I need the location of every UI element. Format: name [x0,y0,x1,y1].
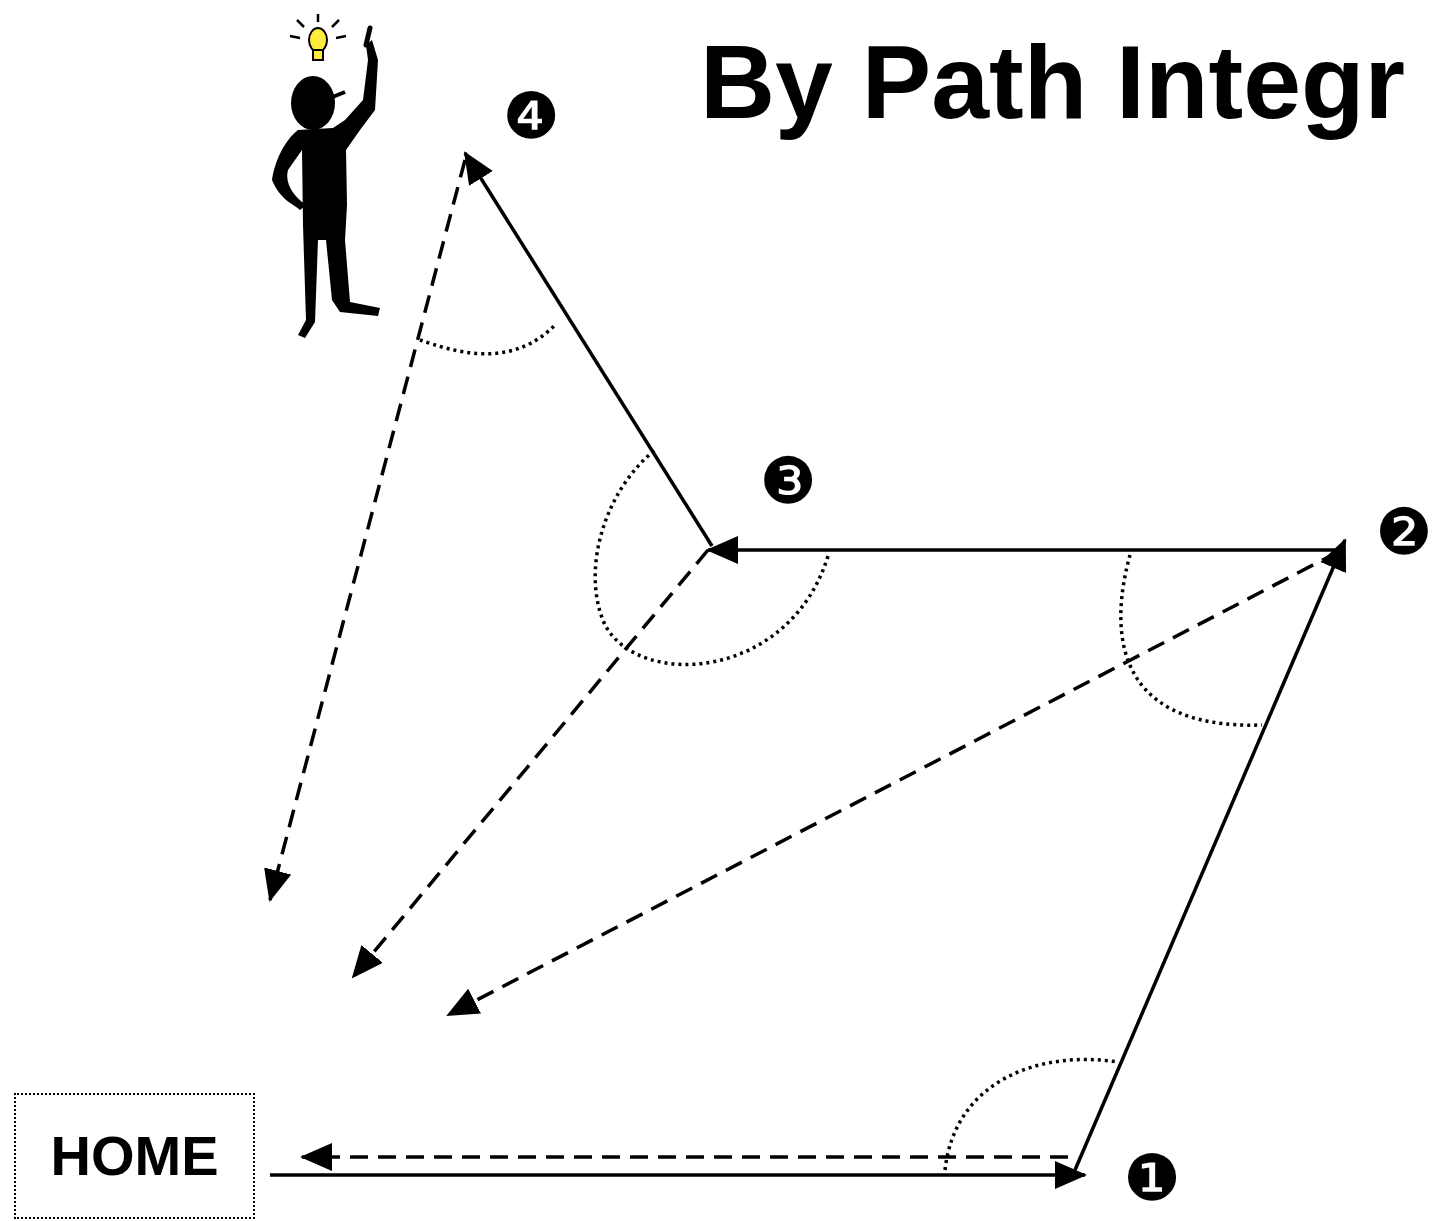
callout-number: ❶ [1123,1146,1180,1210]
node-label: HOME [51,1128,219,1184]
diagram-title: By Path Integr [700,30,1405,134]
homing-vector [448,552,1338,1015]
thinking-figure [272,14,380,338]
path-leg [270,1173,1085,1177]
angle-arc [1121,555,1262,725]
homing-vector [302,1155,1068,1159]
angle-arc [945,1059,1118,1170]
path-leg [708,548,1335,552]
homing-vector [353,550,708,977]
home-box: HOME [14,1093,255,1219]
outbound-path [270,153,1345,1175]
angle-arcs [420,324,1262,1170]
homing-vector [270,160,465,900]
angle-arc [595,450,828,665]
callout-number: ❹ [502,84,559,148]
callout-number: ❸ [759,449,816,513]
homing-vectors [270,160,1338,1157]
callout-number: ❷ [1375,500,1432,564]
path-leg [1075,540,1345,1170]
path-leg [465,153,712,546]
angle-arc [420,324,556,354]
